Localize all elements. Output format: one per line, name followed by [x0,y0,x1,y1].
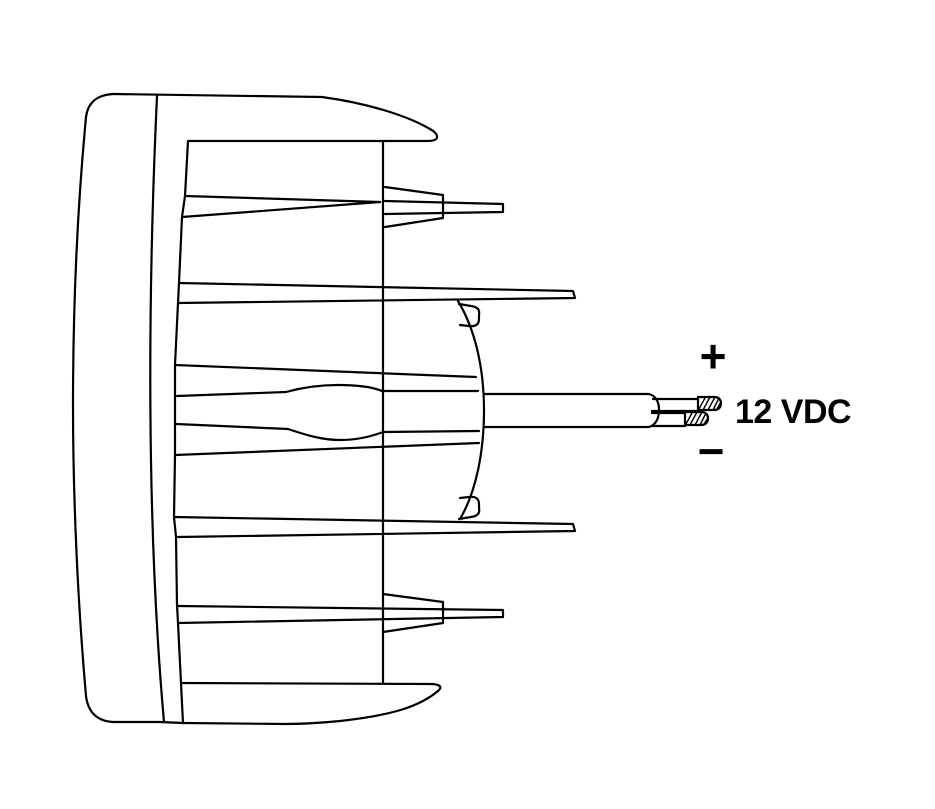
bezel-top-rim [111,92,439,143]
bezel-bottom-edge [111,720,185,725]
bezel-inner-line [149,94,166,724]
fin-mid-lower-edge [173,441,481,457]
wire-positive [650,395,723,413]
fin-long-upper [176,281,577,305]
mounting-clip-top [457,302,481,328]
fin-mid-upper-edge [173,363,478,379]
wire-positive-hatching [698,396,722,411]
dome-arc [456,299,486,521]
negative-polarity-label: − [697,425,725,477]
wire-negative [650,410,710,428]
fin-bracket-bottom [381,592,445,634]
fin-long-lower [172,515,577,539]
fin-blade-top [383,199,505,216]
fin-bracket-top [383,185,445,229]
fin-left-boundary [172,139,190,725]
heatsink-fin-stack [172,139,577,725]
voltage-label: 12 VDC [735,393,852,431]
fin-thin-bottom [176,604,505,625]
front-bezel-outline [71,92,442,726]
rear-dome [456,299,486,521]
hub-spindle-top [175,383,480,398]
wire-negative-hatching [685,411,709,426]
positive-polarity-label: + [699,330,727,382]
mounting-clip-bottom [457,495,481,521]
fin-wedge-top-a [183,194,382,204]
power-cable [482,392,661,429]
hub-spindle-bottom [174,422,481,442]
bezel-bottom-rim [180,681,442,726]
bezel-left-edge [71,92,115,724]
fin-wedge-top-b [180,200,382,219]
